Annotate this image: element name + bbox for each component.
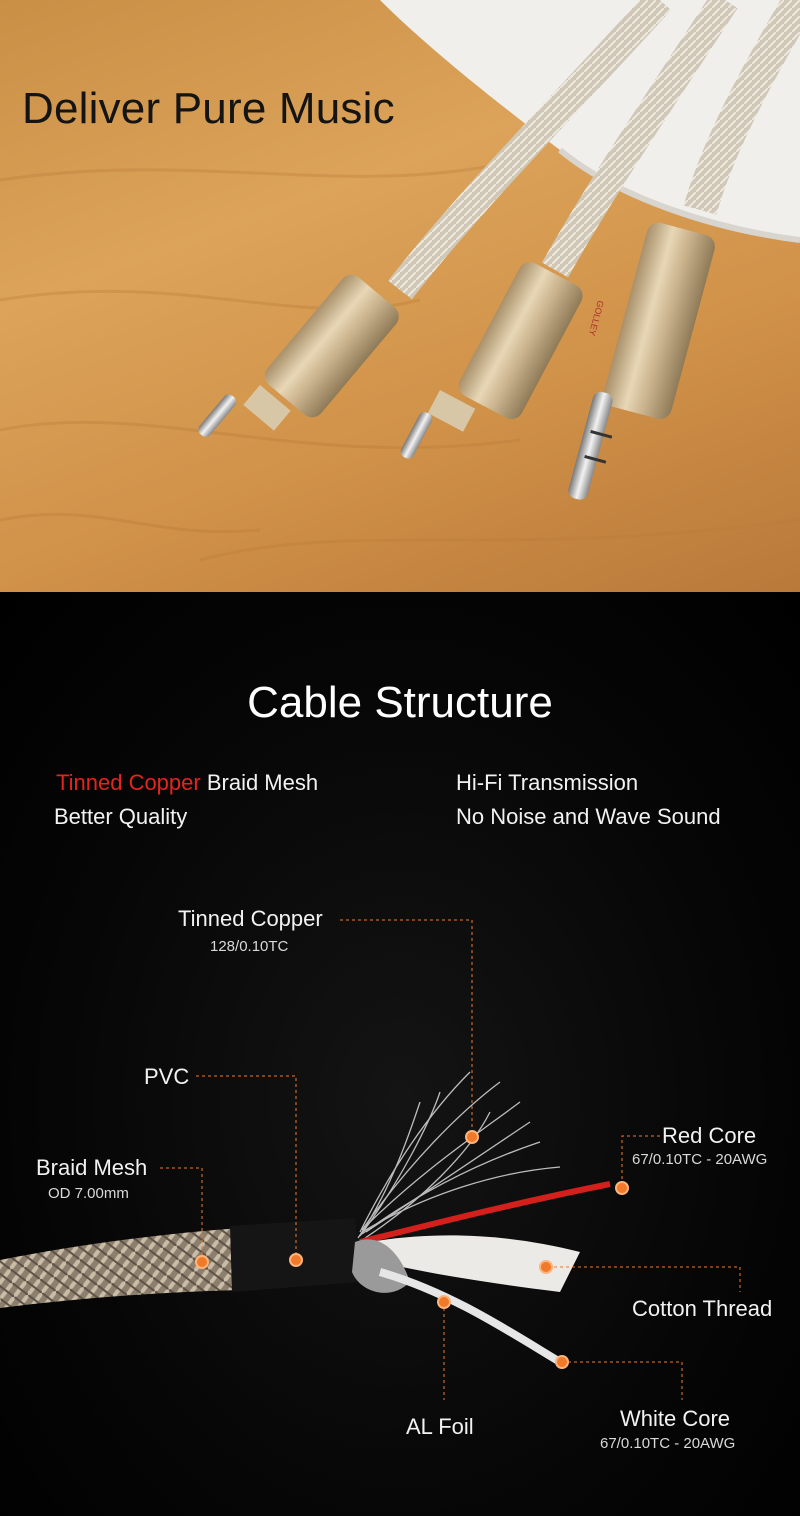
red-core-wire bbox=[359, 1181, 611, 1245]
marker-cotton-thread bbox=[539, 1260, 553, 1274]
feature-rest: Braid Mesh bbox=[200, 770, 319, 795]
cable-structure-panel: Cable Structure Tinned Copper Braid Mesh… bbox=[0, 592, 800, 1516]
brand-mark: GOLLEY bbox=[587, 299, 606, 336]
wood-grain bbox=[0, 158, 800, 562]
label-al-foil: AL Foil bbox=[406, 1414, 474, 1439]
feature-no-noise: No Noise and Wave Sound bbox=[456, 804, 721, 829]
spec-braid-mesh: OD 7.00mm bbox=[48, 1185, 129, 1202]
aux-plug-right: GOLLEY bbox=[568, 222, 715, 500]
hero-title: Deliver Pure Music bbox=[22, 84, 395, 133]
hero-banner: GOLLEY Deliver Pure Music bbox=[0, 0, 800, 592]
label-tinned-copper: Tinned Copper bbox=[178, 906, 323, 931]
cotton-thread bbox=[370, 1235, 580, 1292]
spec-tinned-copper: 128/0.10TC bbox=[210, 938, 289, 955]
cable-left bbox=[388, 0, 672, 300]
label-braid-mesh: Braid Mesh bbox=[36, 1155, 148, 1180]
cable-middle bbox=[541, 0, 738, 278]
cable-right bbox=[683, 0, 800, 215]
spec-white-core: 67/0.10TC - 20AWG bbox=[600, 1435, 736, 1452]
marker-pvc bbox=[289, 1253, 303, 1267]
leader-lines bbox=[160, 919, 741, 1400]
feature-hifi: Hi-Fi Transmission bbox=[456, 770, 639, 795]
label-white-core: White Core bbox=[620, 1406, 731, 1431]
tinned-copper-strands bbox=[357, 1071, 561, 1239]
marker-red-core bbox=[615, 1181, 629, 1195]
markers bbox=[195, 1130, 629, 1369]
label-cotton-thread: Cotton Thread bbox=[632, 1296, 773, 1321]
marker-braid-mesh bbox=[195, 1255, 209, 1269]
braid-jacket bbox=[0, 1228, 240, 1308]
white-core-wire bbox=[378, 1268, 563, 1366]
spec-red-core: 67/0.10TC - 20AWG bbox=[632, 1151, 768, 1168]
section-title: Cable Structure bbox=[247, 678, 553, 727]
marker-tinned-copper bbox=[465, 1130, 479, 1144]
cable-cross-section-diagram bbox=[0, 919, 741, 1400]
marker-al-foil bbox=[437, 1295, 451, 1309]
rca-plug-left bbox=[198, 274, 399, 437]
label-pvc: PVC bbox=[144, 1064, 190, 1089]
feature-braid-mesh: Tinned Copper Braid Mesh bbox=[56, 770, 318, 796]
feature-quality: Better Quality bbox=[54, 804, 188, 829]
label-red-core: Red Core bbox=[662, 1123, 757, 1148]
rca-plug-middle bbox=[400, 262, 583, 459]
hero-cable-illustration: GOLLEY bbox=[0, 0, 800, 562]
feature-highlight: Tinned Copper bbox=[56, 770, 201, 795]
marker-white-core bbox=[555, 1355, 569, 1369]
